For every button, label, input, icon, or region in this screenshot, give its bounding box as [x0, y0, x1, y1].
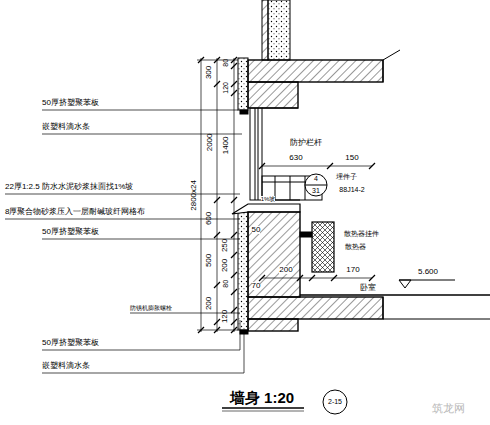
dimension-tick [369, 275, 375, 281]
dimension-tick [331, 275, 337, 281]
dimension-tick [231, 197, 237, 203]
dimension-number: 120 [222, 82, 230, 94]
parapet-wall [248, 212, 300, 297]
level-marker [399, 280, 411, 288]
part-label: 散热器挂件 [344, 230, 379, 238]
drip-strip [240, 110, 248, 114]
material-note: 防锈机膨胀螺栓 [130, 305, 172, 312]
dimension-number: 630 [289, 154, 302, 163]
dimension-number: 2000 [206, 133, 215, 151]
window-frame [250, 108, 262, 200]
upper-insulation [262, 0, 268, 60]
dimension-number: 150 [345, 154, 358, 163]
slope-note: 1%坡 [261, 196, 276, 203]
dimension-tick [231, 81, 237, 87]
dimension-tick [231, 90, 237, 96]
dimension-number: 170 [346, 266, 359, 275]
dimension-number: 500 [206, 253, 215, 266]
dimension-tick [259, 163, 265, 169]
dimension-tick [327, 163, 333, 169]
dimension-number: 200 [222, 258, 231, 271]
part-label: 埋件子 [336, 173, 357, 181]
dimension-tick [198, 57, 204, 63]
dimension-tick [369, 163, 375, 169]
dimension-number: 1400 [222, 136, 231, 154]
upper-wall [268, 0, 290, 60]
dimension-tick [214, 57, 220, 63]
callout-number: 31 [312, 187, 320, 195]
view-title: 墙身 1:20 [230, 390, 294, 407]
dimension-tick [231, 63, 237, 69]
lintel [248, 319, 298, 331]
dimension-tick [214, 327, 220, 333]
material-note: 50厚挤塑聚苯板 [42, 99, 99, 108]
dimension-tick [231, 232, 237, 238]
dimension-tick [231, 289, 237, 295]
top-slab [248, 60, 383, 82]
material-note: 嵌塑料滴水条 [42, 123, 90, 132]
dimension-tick [214, 232, 220, 238]
dimension-number: 300 [206, 65, 215, 78]
reference-code: 88J14-2 [339, 186, 364, 194]
dimension-number: 2800x24 [190, 180, 199, 211]
dimension-tick [214, 197, 220, 203]
insulation-board [238, 212, 248, 330]
part-label: 散热器 [345, 243, 366, 251]
insulation-board [238, 58, 248, 110]
dimension-tick [231, 307, 237, 313]
detail-callout [305, 174, 327, 196]
callout-number: 4 [314, 175, 318, 183]
dimension-number: 50 [252, 226, 261, 235]
dimension-tick [231, 327, 237, 333]
dimension-tick [198, 327, 204, 333]
dimension-number: 600 [206, 211, 215, 224]
part-label: 防护栏杆 [290, 139, 322, 148]
sheet-circle [323, 390, 347, 414]
dimension-number: 200 [206, 296, 215, 309]
dimension-tick [214, 81, 220, 87]
material-note: 嵌塑料滴水条 [42, 362, 90, 371]
dimension-number: 250 [222, 238, 231, 251]
dimension-tick [231, 57, 237, 63]
room-name: 卧室 [360, 284, 376, 293]
material-note: 50厚挤塑聚苯板 [42, 228, 99, 237]
dimension-number: 80 [222, 280, 230, 288]
radiator [312, 222, 334, 272]
material-note: 50厚挤塑聚苯板 [42, 339, 99, 348]
dimension-number: 80 [222, 59, 230, 67]
dimension-tick [297, 275, 303, 281]
drip-strip [240, 330, 248, 334]
level-value: 5.600 [418, 268, 438, 277]
dimension-tick [259, 275, 265, 281]
watermark: 筑龙网 [432, 402, 465, 414]
dimension-tick [309, 275, 315, 281]
lintel [248, 82, 298, 108]
material-note: 8厚聚合物砂浆压入一层耐碱玻纤网格布 [5, 208, 145, 217]
dimension-tick [231, 272, 237, 278]
dimension-tick [231, 252, 237, 258]
dimension-number: 120 [222, 309, 231, 322]
floor-slab [248, 297, 383, 319]
dimension-number: 70 [252, 282, 261, 291]
dimension-number: 200 [279, 266, 292, 275]
dimension-tick [214, 282, 220, 288]
sheet-number: 2-15 [328, 398, 342, 406]
radiator-bracket [300, 232, 312, 237]
dimension-tick [214, 319, 220, 325]
dimension-tick [231, 319, 237, 325]
material-note: 22厚1:2.5 防水水泥砂浆抹面找1%坡 [5, 183, 133, 192]
